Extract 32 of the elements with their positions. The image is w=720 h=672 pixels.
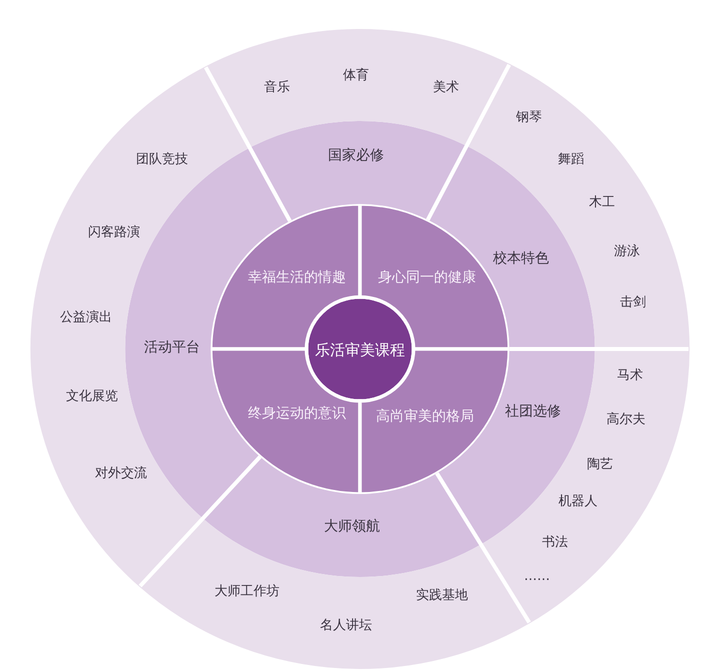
item-label: 舞蹈 <box>558 152 584 168</box>
item-label: 团队竞技 <box>136 152 188 168</box>
item-label: 名人讲坛 <box>320 618 372 634</box>
item-label: 高尔夫 <box>606 412 646 428</box>
item-label: 书法 <box>542 535 568 551</box>
segment-label: 身心同一的健康 <box>378 270 476 286</box>
segment-label: 终身运动的意识 <box>248 406 346 422</box>
item-label: 闪客路演 <box>88 225 140 241</box>
segment-label: 活动平台 <box>144 340 200 356</box>
item-label: 马术 <box>617 368 643 384</box>
segment-label: 校本特色 <box>493 250 549 268</box>
item-label: 音乐 <box>264 80 290 96</box>
item-label: 美术 <box>433 80 459 96</box>
item-label: 文化展览 <box>66 389 118 405</box>
segment-label: 社团选修 <box>505 404 561 420</box>
segment-label: 高尚审美的格局 <box>376 408 474 426</box>
item-label: 击剑 <box>620 295 646 311</box>
item-label: 钢琴 <box>516 110 542 126</box>
item-label: 大师工作坊 <box>214 584 280 600</box>
segment-label: 大师领航 <box>324 518 380 536</box>
item-label: 公益演出 <box>60 310 112 326</box>
item-label: 实践基地 <box>416 588 468 604</box>
item-label: 对外交流 <box>95 466 147 482</box>
center-label: 乐活审美课程 <box>315 341 405 359</box>
item-label: 游泳 <box>614 244 640 260</box>
segment-label: 国家必修 <box>328 148 384 164</box>
item-label: 木工 <box>589 195 615 211</box>
item-label: 机器人 <box>558 494 598 510</box>
item-label: …… <box>524 569 550 585</box>
segment-label: 幸福生活的情趣 <box>248 270 346 286</box>
item-label: 体育 <box>343 68 369 84</box>
item-label: 陶艺 <box>587 457 613 473</box>
